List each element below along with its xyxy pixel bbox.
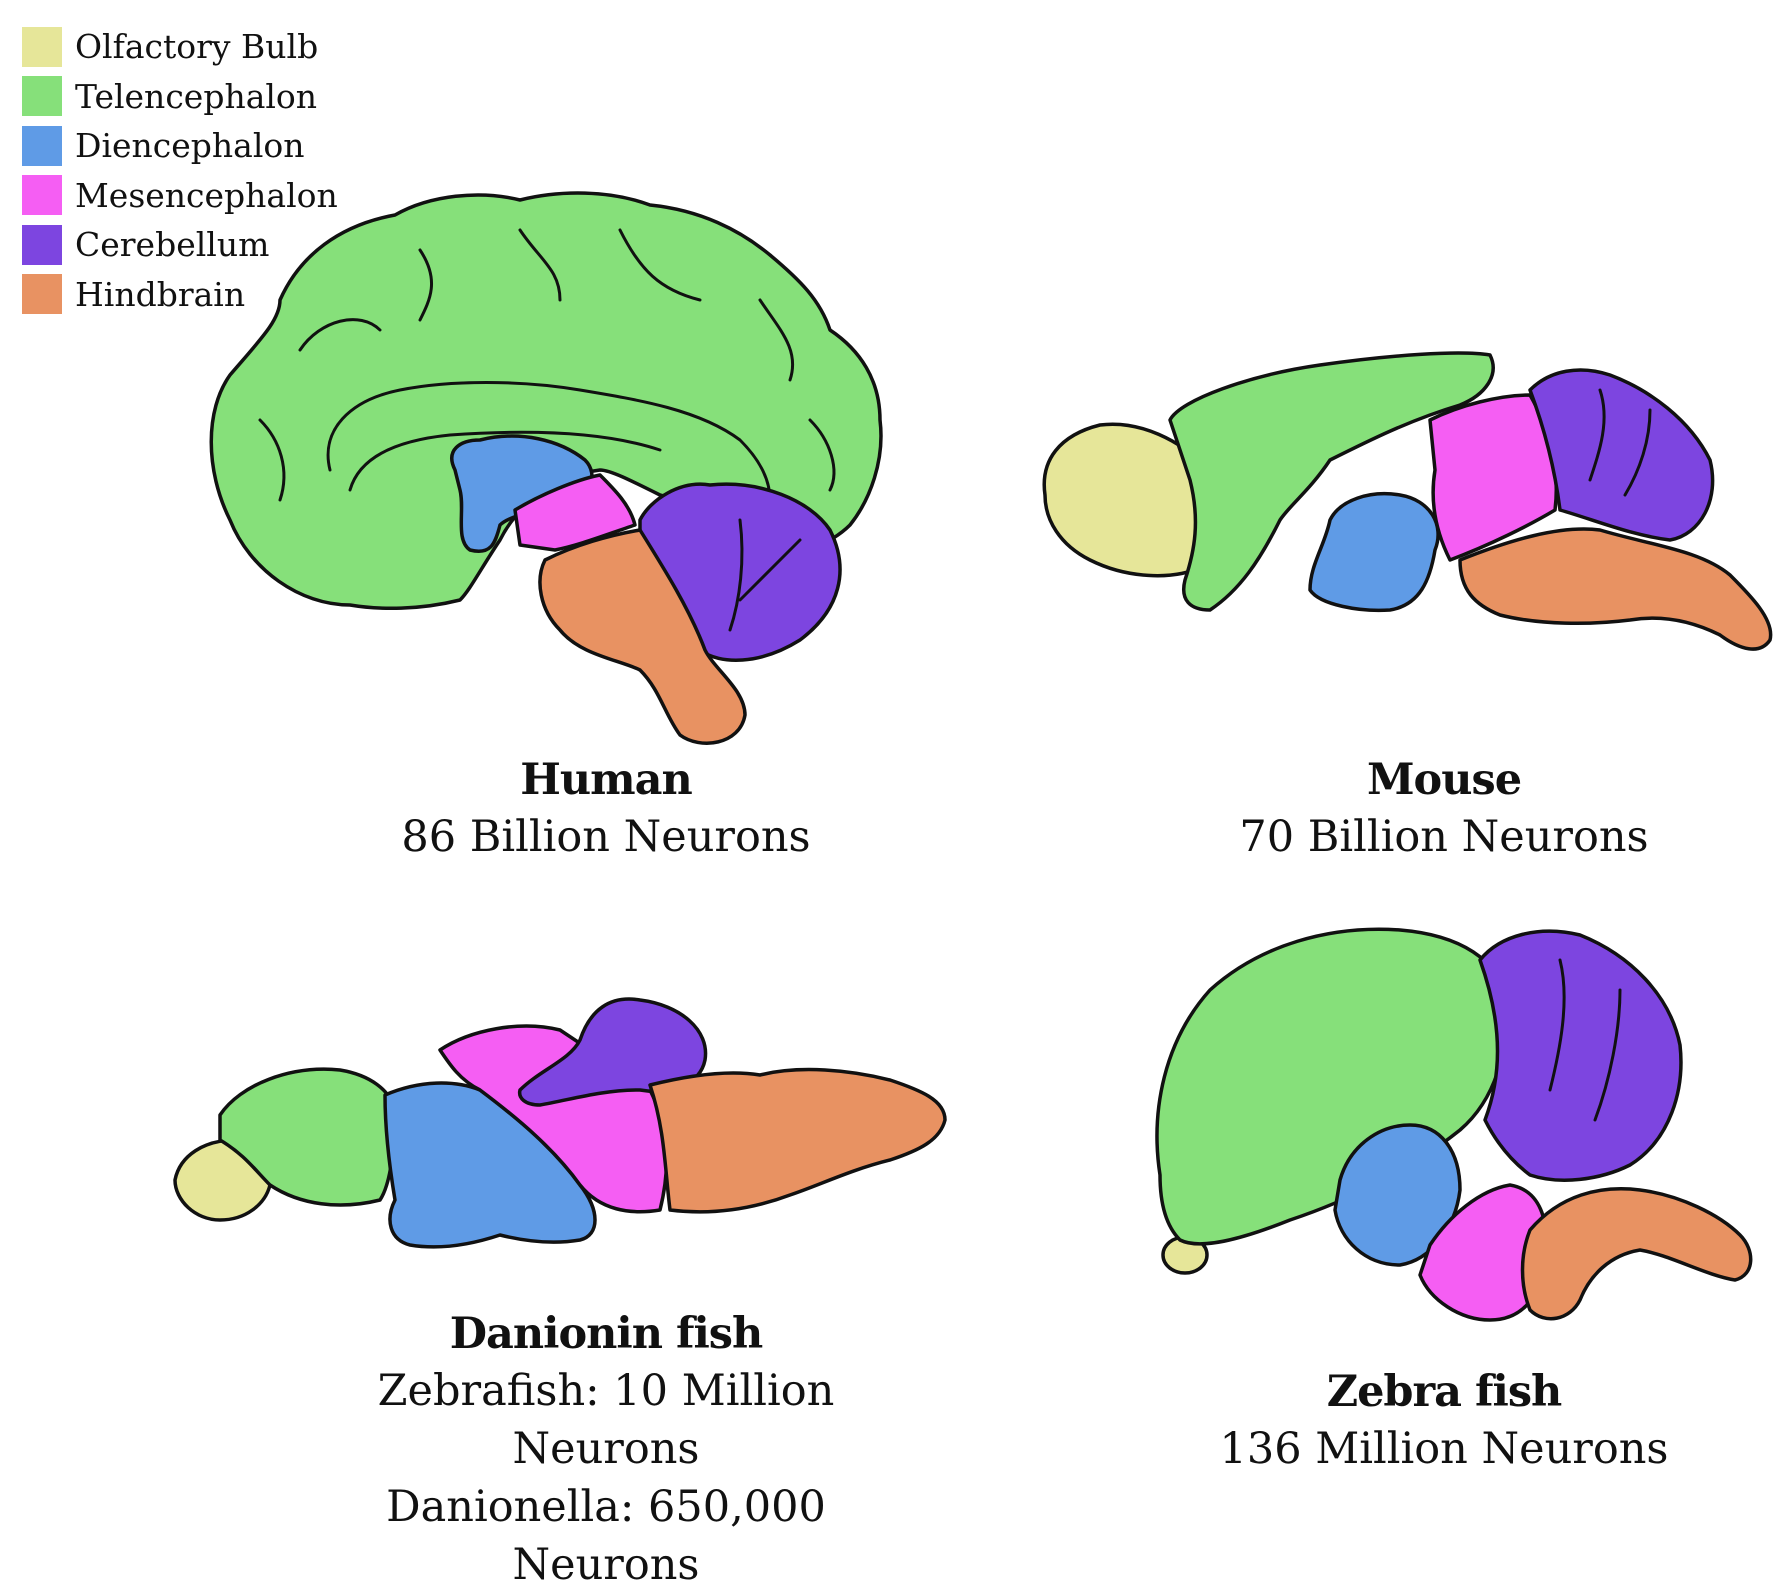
legend-label: Cerebellum xyxy=(75,225,270,265)
zebrafish-neuron-count: Zebrafish: 10 Million Neurons xyxy=(377,1366,835,1474)
zebra-fish-caption: Zebra fish 136 Million Neurons xyxy=(1134,1364,1754,1478)
zebra-fish-brain-illustration xyxy=(1155,927,1753,1322)
mouse-cerebellum xyxy=(1528,368,1715,542)
legend-swatch xyxy=(22,76,62,117)
danionella-neuron-count: Danionella: 650,000 Neurons xyxy=(386,1482,826,1590)
mouse-brain-illustration xyxy=(1042,351,1773,651)
mouse-mesencephalon xyxy=(1428,393,1559,562)
danionin-fish-brain-illustration xyxy=(173,997,947,1249)
human-caption: Human 86 Billion Neurons xyxy=(296,752,916,866)
legend-swatch xyxy=(22,26,62,67)
legend: Olfactory Bulb Telencephalon Diencephalo… xyxy=(22,22,338,319)
danionin-cerebellum xyxy=(517,997,708,1107)
zebra-cerebellum xyxy=(1478,929,1683,1182)
legend-swatch xyxy=(22,274,62,315)
legend-swatch xyxy=(22,175,62,216)
legend-swatch xyxy=(22,125,62,166)
legend-item-cerebellum: Cerebellum xyxy=(22,220,338,270)
legend-swatch xyxy=(22,224,62,265)
human-brain-illustration xyxy=(209,191,883,745)
legend-label: Olfactory Bulb xyxy=(75,27,319,67)
human-neuron-count: 86 Billion Neurons xyxy=(401,812,811,862)
legend-item-olfactory-bulb: Olfactory Bulb xyxy=(22,22,338,72)
legend-label: Mesencephalon xyxy=(75,175,338,215)
legend-item-hindbrain: Hindbrain xyxy=(22,270,338,320)
legend-label: Diencephalon xyxy=(75,126,305,166)
legend-label: Hindbrain xyxy=(75,274,246,314)
legend-item-diencephalon: Diencephalon xyxy=(22,121,338,171)
human-title: Human xyxy=(520,755,693,805)
zebra-diencephalon xyxy=(1333,1123,1462,1267)
zebra-fish-neuron-count: 136 Million Neurons xyxy=(1219,1424,1669,1474)
human-hindbrain xyxy=(538,528,747,745)
legend-item-mesencephalon: Mesencephalon xyxy=(22,171,338,221)
danionin-hindbrain xyxy=(648,1067,947,1214)
mouse-neuron-count: 70 Billion Neurons xyxy=(1239,812,1649,862)
mouse-title: Mouse xyxy=(1366,755,1522,805)
mouse-caption: Mouse 70 Billion Neurons xyxy=(1134,752,1754,866)
mouse-hindbrain xyxy=(1458,527,1773,651)
legend-item-telencephalon: Telencephalon xyxy=(22,72,338,122)
danionin-title: Danionin fish xyxy=(449,1309,764,1359)
zebra-hindbrain xyxy=(1520,1187,1753,1321)
mouse-telencephalon xyxy=(1168,351,1495,612)
danionin-caption: Danionin fish Zebrafish: 10 Million Neur… xyxy=(296,1306,916,1594)
zebra-fish-title: Zebra fish xyxy=(1326,1367,1563,1417)
legend-label: Telencephalon xyxy=(75,76,318,116)
mouse-diencephalon xyxy=(1308,492,1440,613)
